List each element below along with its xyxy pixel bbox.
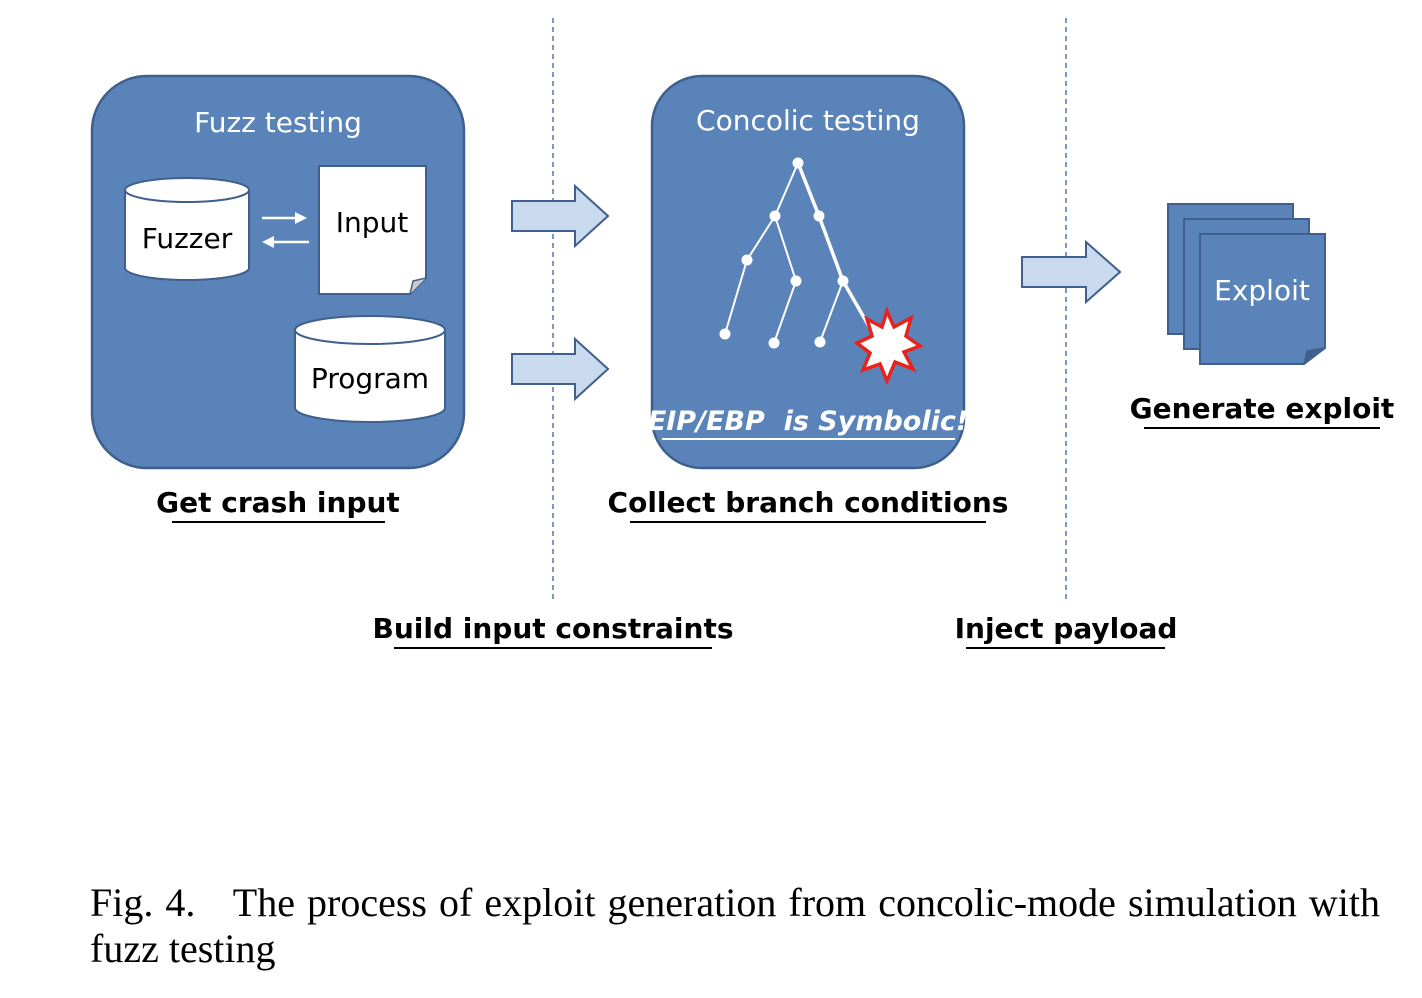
arrow-upper-to-concolic: [511, 183, 610, 249]
arrow-lower-to-concolic: [511, 336, 610, 402]
get-crash-input-label: Get crash input: [156, 486, 400, 519]
build-input-constraints-label: Build input constraints: [372, 612, 733, 645]
exploit-doc-label: Exploit: [1214, 274, 1310, 307]
inject-payload-label: Inject payload: [955, 612, 1178, 645]
arrow-to-exploit: [1021, 239, 1122, 305]
fuzzer-label: Fuzzer: [142, 222, 233, 255]
exchange-arrows: [262, 212, 309, 248]
concolic-testing-panel: Concolic testing EIP/EBP is Sym: [648, 74, 968, 470]
fuzz-testing-panel: Fuzz testing Fuzzer Input Program: [90, 74, 466, 470]
crash-burst-icon: [853, 306, 924, 386]
generate-exploit-label: Generate exploit: [1130, 392, 1395, 425]
tree-nodes: [719, 157, 849, 349]
figure-caption: Fig. 4. The process of exploit generatio…: [90, 880, 1380, 972]
input-label: Input: [336, 206, 409, 239]
figure-number: Fig. 4.: [90, 880, 196, 925]
input-document: Input: [318, 165, 427, 295]
collect-branch-conditions-label: Collect branch conditions: [608, 486, 1009, 519]
fuzz-testing-title: Fuzz testing: [194, 106, 362, 139]
program-label: Program: [311, 362, 429, 395]
concolic-testing-title: Concolic testing: [696, 104, 920, 137]
program-cylinder: Program: [294, 315, 446, 423]
execution-tree: [724, 162, 872, 344]
exploit-documents: Exploit: [1167, 203, 1326, 365]
symbolic-note: EIP/EBP is Symbolic!: [648, 406, 968, 437]
fuzzer-cylinder: Fuzzer: [124, 177, 250, 281]
caption-text: The process of exploit generation from c…: [90, 880, 1381, 971]
